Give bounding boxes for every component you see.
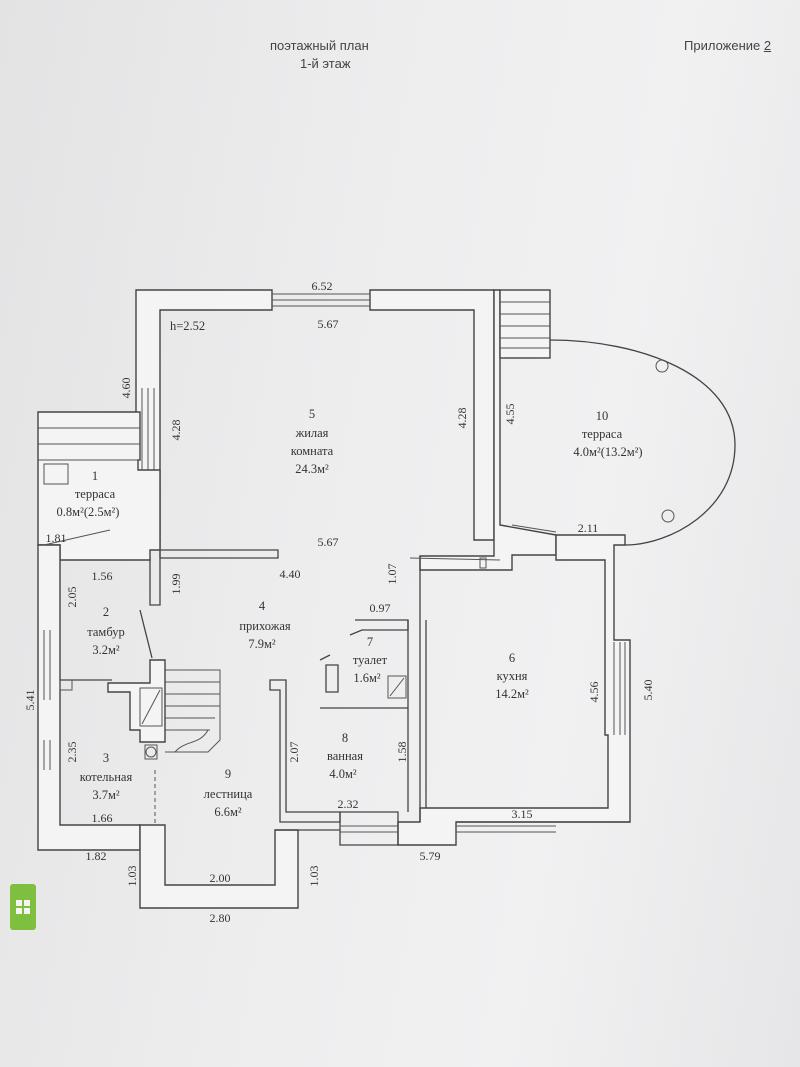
left-walls bbox=[37, 411, 161, 851]
dim-terrace10-width: 2.11 bbox=[578, 521, 599, 535]
room-5-name: жилая bbox=[295, 426, 329, 440]
wc-bath-walls bbox=[269, 619, 409, 846]
room-2-name: тамбур bbox=[87, 625, 124, 639]
room-3-number: 3 bbox=[103, 751, 109, 765]
kitchen-walls bbox=[397, 534, 631, 846]
room-2-area: 3.2м² bbox=[92, 643, 120, 657]
dim-living-bottom: 5.67 bbox=[318, 535, 339, 549]
dim-boiler-width: 1.66 bbox=[92, 811, 113, 825]
stairs-upper-right bbox=[499, 289, 551, 359]
room-4-area: 7.9м² bbox=[248, 637, 276, 651]
dim-bath-left: 2.07 bbox=[287, 742, 301, 763]
room-7-area: 1.6м² bbox=[353, 671, 381, 685]
dim-wc-top: 1.07 bbox=[385, 564, 399, 585]
dim-kitchen-inner: 4.56 bbox=[587, 682, 601, 703]
room-6-number: 6 bbox=[509, 651, 515, 665]
dim-bay-right: 1.03 bbox=[307, 866, 321, 887]
room-5-area: 24.3м² bbox=[295, 462, 329, 476]
room-6-area: 14.2м² bbox=[495, 687, 529, 701]
room-3-area: 3.7м² bbox=[92, 788, 120, 802]
watermark-logo bbox=[4, 880, 38, 950]
room-5-name2: комната bbox=[291, 444, 334, 458]
room-10-name: терраса bbox=[582, 427, 623, 441]
dim-living-right: 4.28 bbox=[455, 408, 469, 429]
room-5-number: 5 bbox=[309, 407, 315, 421]
dim-living-left: 4.28 bbox=[169, 420, 183, 441]
dim-outer-right-upper: 4.55 bbox=[503, 404, 517, 425]
dim-bath-width: 2.32 bbox=[338, 797, 359, 811]
room-8-name: ванная bbox=[327, 749, 363, 763]
logo-window-1 bbox=[16, 900, 22, 906]
height-label: h=2.52 bbox=[170, 319, 205, 333]
bottom-bay bbox=[139, 824, 340, 909]
dim-hall-width: 4.40 bbox=[280, 567, 301, 581]
terrace-10 bbox=[511, 339, 736, 546]
logo-window-2 bbox=[24, 900, 30, 906]
logo-house-shape bbox=[10, 884, 36, 930]
floor-title: 1-й этаж bbox=[300, 56, 351, 71]
room-labels: 1 терраса 0.8м²(2.5м²) 2 тамбур 3.2м² 3 … bbox=[57, 319, 643, 819]
dim-hall-left: 1.99 bbox=[169, 574, 183, 595]
room-8-area: 4.0м² bbox=[329, 767, 357, 781]
dim-terrace1-width: 1.81 bbox=[46, 531, 67, 545]
appendix-number: 2 bbox=[763, 38, 772, 53]
stair-block bbox=[107, 659, 221, 760]
dim-bath-right: 1.58 bbox=[395, 742, 409, 763]
appendix-label: Приложение 2 bbox=[684, 38, 771, 53]
dimension-labels: 6.52 5.67 5.67 4.28 4.28 4.60 4.55 1.81 … bbox=[23, 279, 655, 925]
plan-title: поэтажный план bbox=[270, 38, 369, 53]
dim-boiler-height: 2.35 bbox=[65, 742, 79, 763]
dim-left-bottom: 1.82 bbox=[86, 849, 107, 863]
room-8-number: 8 bbox=[342, 731, 348, 745]
room-9-area: 6.6м² bbox=[214, 805, 242, 819]
room-10-area: 4.0м²(13.2м²) bbox=[573, 445, 642, 459]
dim-stair-inner: 2.00 bbox=[210, 871, 231, 885]
dim-stair-outer: 2.80 bbox=[210, 911, 231, 925]
dim-outer-left-lower: 5.41 bbox=[23, 690, 37, 711]
room-6-name: кухня bbox=[497, 669, 528, 683]
appendix-text: Приложение bbox=[684, 38, 761, 53]
dim-vestibule-width: 1.56 bbox=[92, 569, 113, 583]
room-9-name: лестница bbox=[204, 787, 253, 801]
dim-bay-left: 1.03 bbox=[125, 866, 139, 887]
logo-window-4 bbox=[24, 908, 30, 914]
room-1-name: терраса bbox=[75, 487, 116, 501]
dim-wc-width: 0.97 bbox=[370, 601, 391, 615]
dim-outer-left-upper: 4.60 bbox=[119, 378, 133, 399]
room-1-number: 1 bbox=[92, 469, 98, 483]
room-1-area: 0.8м²(2.5м²) bbox=[57, 505, 120, 519]
dim-kitchen-width: 3.15 bbox=[512, 807, 533, 821]
dim-top-outer: 6.52 bbox=[312, 279, 333, 293]
dim-kitchen-outer: 5.40 bbox=[641, 680, 655, 701]
dim-top-inner: 5.67 bbox=[318, 317, 339, 331]
room-4-name: прихожая bbox=[239, 619, 291, 633]
dim-right-bottom: 5.79 bbox=[420, 849, 441, 863]
room-4-number: 4 bbox=[259, 599, 266, 613]
room-9-number: 9 bbox=[225, 767, 231, 781]
room-7-number: 7 bbox=[367, 635, 373, 649]
room-2-number: 2 bbox=[103, 605, 109, 619]
room-7-name: туалет bbox=[353, 653, 388, 667]
room-3-name: котельная bbox=[80, 770, 133, 784]
room-10-number: 10 bbox=[596, 409, 609, 423]
logo-window-3 bbox=[16, 908, 22, 914]
dim-vestibule-height: 2.05 bbox=[65, 587, 79, 608]
